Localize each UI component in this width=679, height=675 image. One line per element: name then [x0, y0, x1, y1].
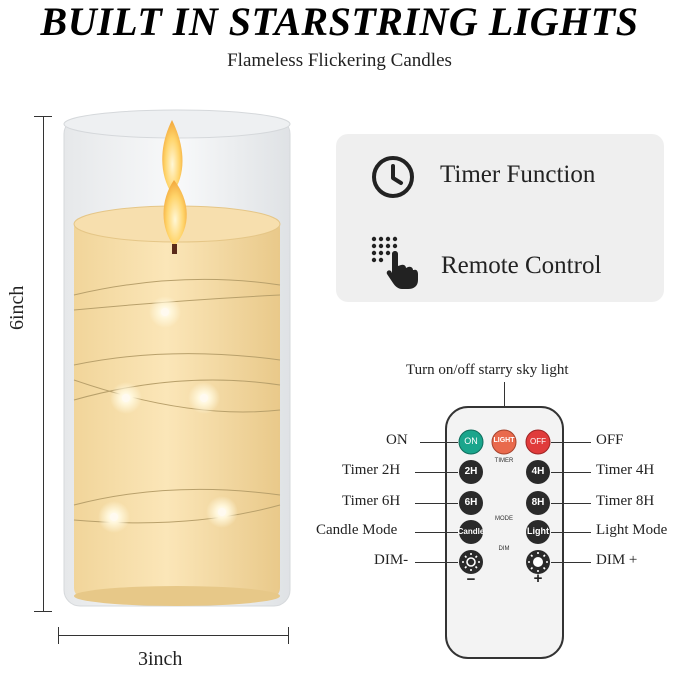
height-dimension-line [43, 116, 44, 612]
headline: BUILT IN STARSTRING LIGHTS [40, 0, 639, 44]
off-button [525, 429, 551, 455]
callout-light: Light Mode [596, 522, 668, 538]
callout-dim-minus: DIM- [374, 552, 409, 568]
width-label: 3inch [138, 648, 183, 670]
candle-mode-button [459, 520, 483, 544]
subtitle: Flameless Flickering Candles [227, 50, 452, 71]
timer-2h-label[interactable]: 2H [464, 466, 478, 477]
width-cap-right [288, 627, 289, 644]
light-button-label[interactable]: LIGHT [493, 437, 515, 444]
callout-off-line [551, 442, 591, 443]
timer-section-label: TIMER [494, 458, 514, 464]
touch-keypad-icon [371, 236, 418, 289]
candle-mode-label[interactable]: Candle [457, 527, 485, 536]
timer-4h-label[interactable]: 4H [531, 466, 545, 477]
clock-icon [372, 156, 414, 198]
timer-8h-button [526, 491, 550, 515]
callout-timer6-line [415, 503, 458, 504]
callout-light-line [551, 532, 591, 533]
candle-illustration [63, 109, 291, 607]
feature-remote-label: Remote Control [441, 252, 602, 279]
light-button [491, 429, 517, 455]
timer-8h-label[interactable]: 8H [531, 497, 545, 508]
timer-6h-button [459, 491, 483, 515]
callout-dim-plus-line [551, 562, 591, 563]
minus-symbol: − [466, 571, 476, 588]
callout-timer2: Timer 2H [342, 462, 401, 478]
callout-on: ON [386, 432, 408, 448]
light-mode-label[interactable]: Light [527, 526, 549, 536]
width-cap-left [58, 627, 59, 644]
callout-off: OFF [596, 432, 624, 448]
plus-symbol: + [533, 570, 543, 587]
callout-dim-plus: DIM + [596, 552, 638, 568]
flame-lower [163, 180, 187, 246]
caption-pointer [504, 382, 505, 428]
mode-section-label: MODE [495, 516, 513, 522]
callout-timer8-line [551, 503, 591, 504]
wax-body [74, 218, 280, 598]
height-label: 6inch [6, 285, 28, 330]
on-button [458, 429, 484, 455]
height-cap-top [34, 116, 52, 117]
callout-timer2-line [415, 472, 458, 473]
callout-dim-minus-line [415, 562, 458, 563]
callout-timer4-line [551, 472, 591, 473]
callout-candle-line [415, 532, 458, 533]
off-button-label[interactable]: OFF [530, 437, 546, 446]
on-button-label[interactable]: ON [464, 436, 478, 446]
remote-control [445, 406, 564, 659]
flame-upper [162, 120, 183, 194]
callout-on-line [420, 442, 458, 443]
callout-timer8: Timer 8H [596, 493, 655, 509]
callout-timer6: Timer 6H [342, 493, 401, 509]
remote-top-caption: Turn on/off starry sky light [406, 362, 569, 378]
dim-section-label: DIM [498, 546, 510, 552]
callout-candle: Candle Mode [316, 522, 398, 538]
light-mode-button [526, 520, 550, 544]
timer-4h-button [526, 460, 550, 484]
width-dimension-line [58, 635, 288, 636]
timer-2h-button [459, 460, 483, 484]
timer-6h-label[interactable]: 6H [464, 497, 478, 508]
callout-timer4: Timer 4H [596, 462, 655, 478]
feature-timer-label: Timer Function [440, 161, 596, 188]
height-cap-bottom [34, 611, 52, 612]
